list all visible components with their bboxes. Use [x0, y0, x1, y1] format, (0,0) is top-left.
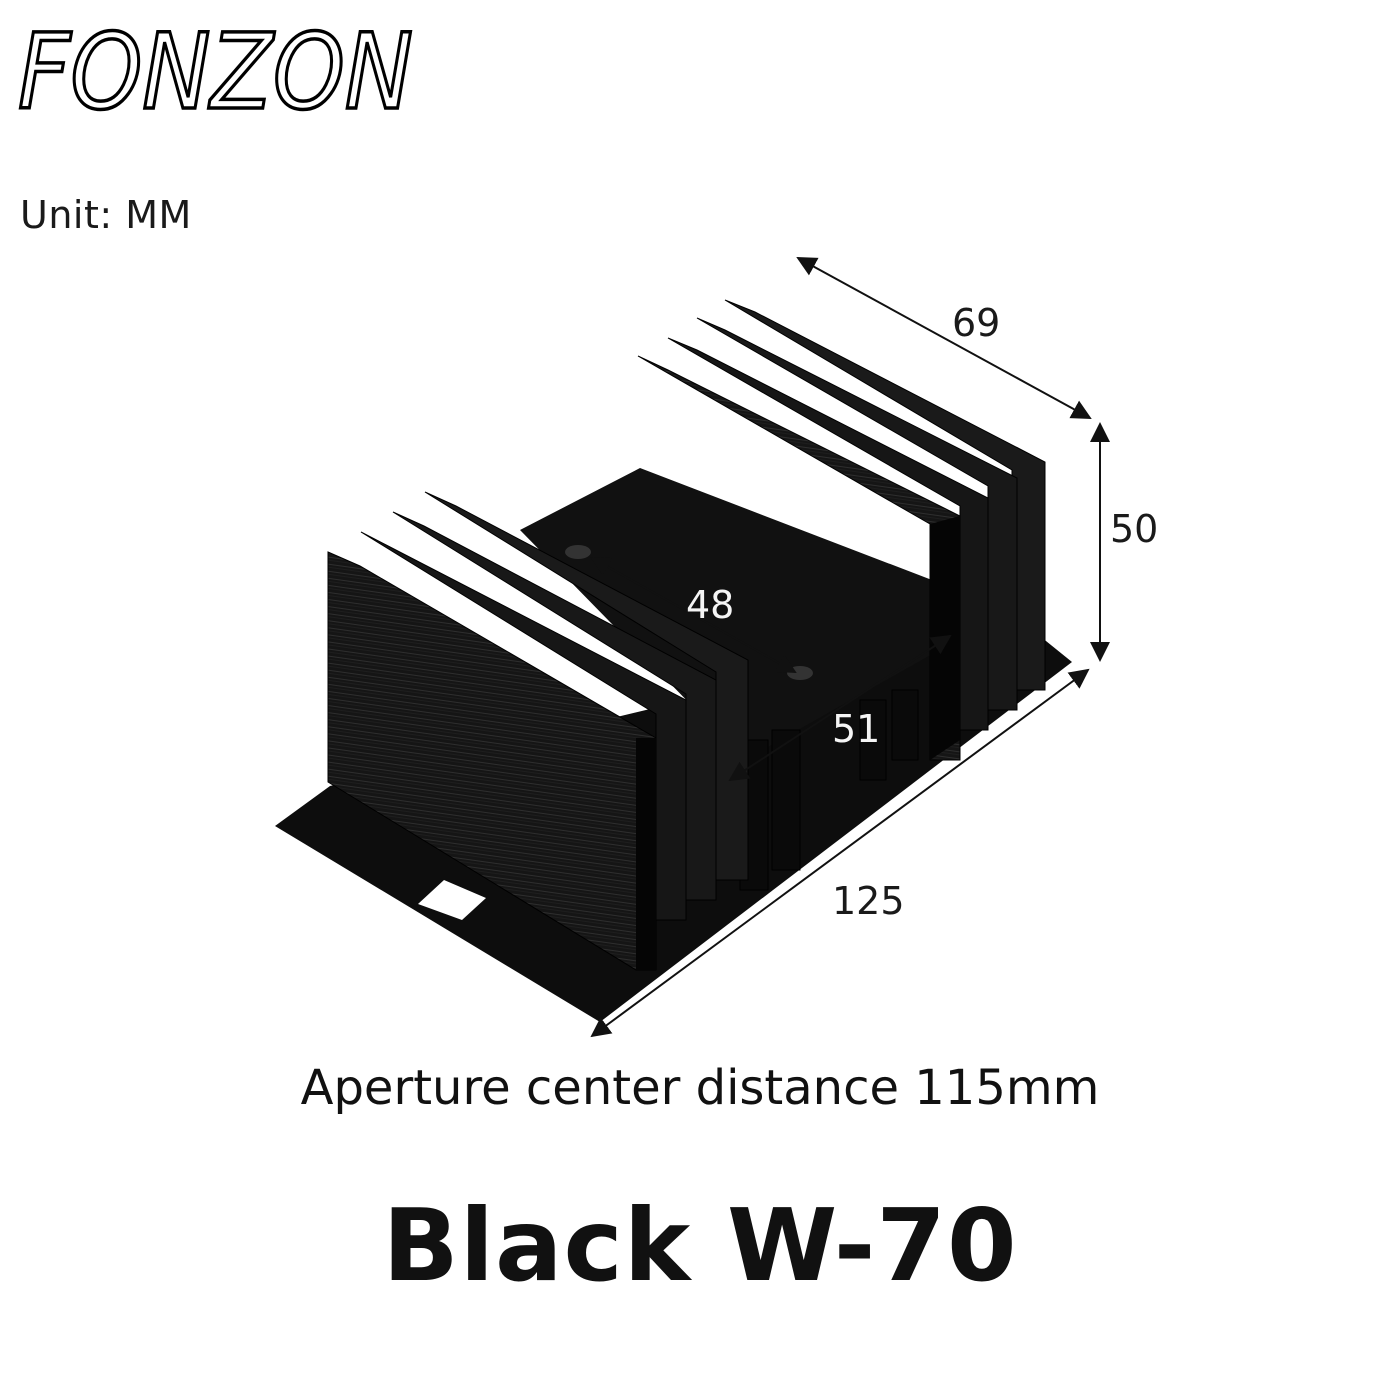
depth-label: 69	[952, 301, 1000, 345]
base-slot	[418, 880, 486, 920]
length-dimension-line	[590, 668, 1090, 1038]
unit-label: Unit: MM	[20, 193, 192, 237]
model-label: Black W-70	[382, 1187, 1018, 1304]
base-gap-label: 51	[832, 707, 880, 751]
hole-spacing-label: 48	[686, 583, 734, 627]
aperture-caption: Aperture center distance 115mm	[300, 1060, 1100, 1116]
heatsink	[275, 299, 1072, 1022]
svg-text:FONZON: FONZON	[18, 11, 413, 133]
mount-hole	[565, 545, 591, 559]
length-label: 125	[832, 879, 905, 923]
depth-dimension-line	[796, 257, 1092, 419]
brand-logo: FONZON	[16, 9, 415, 135]
height-label: 50	[1110, 507, 1158, 551]
dimension-lines	[590, 257, 1110, 1038]
mount-hole	[787, 666, 813, 680]
